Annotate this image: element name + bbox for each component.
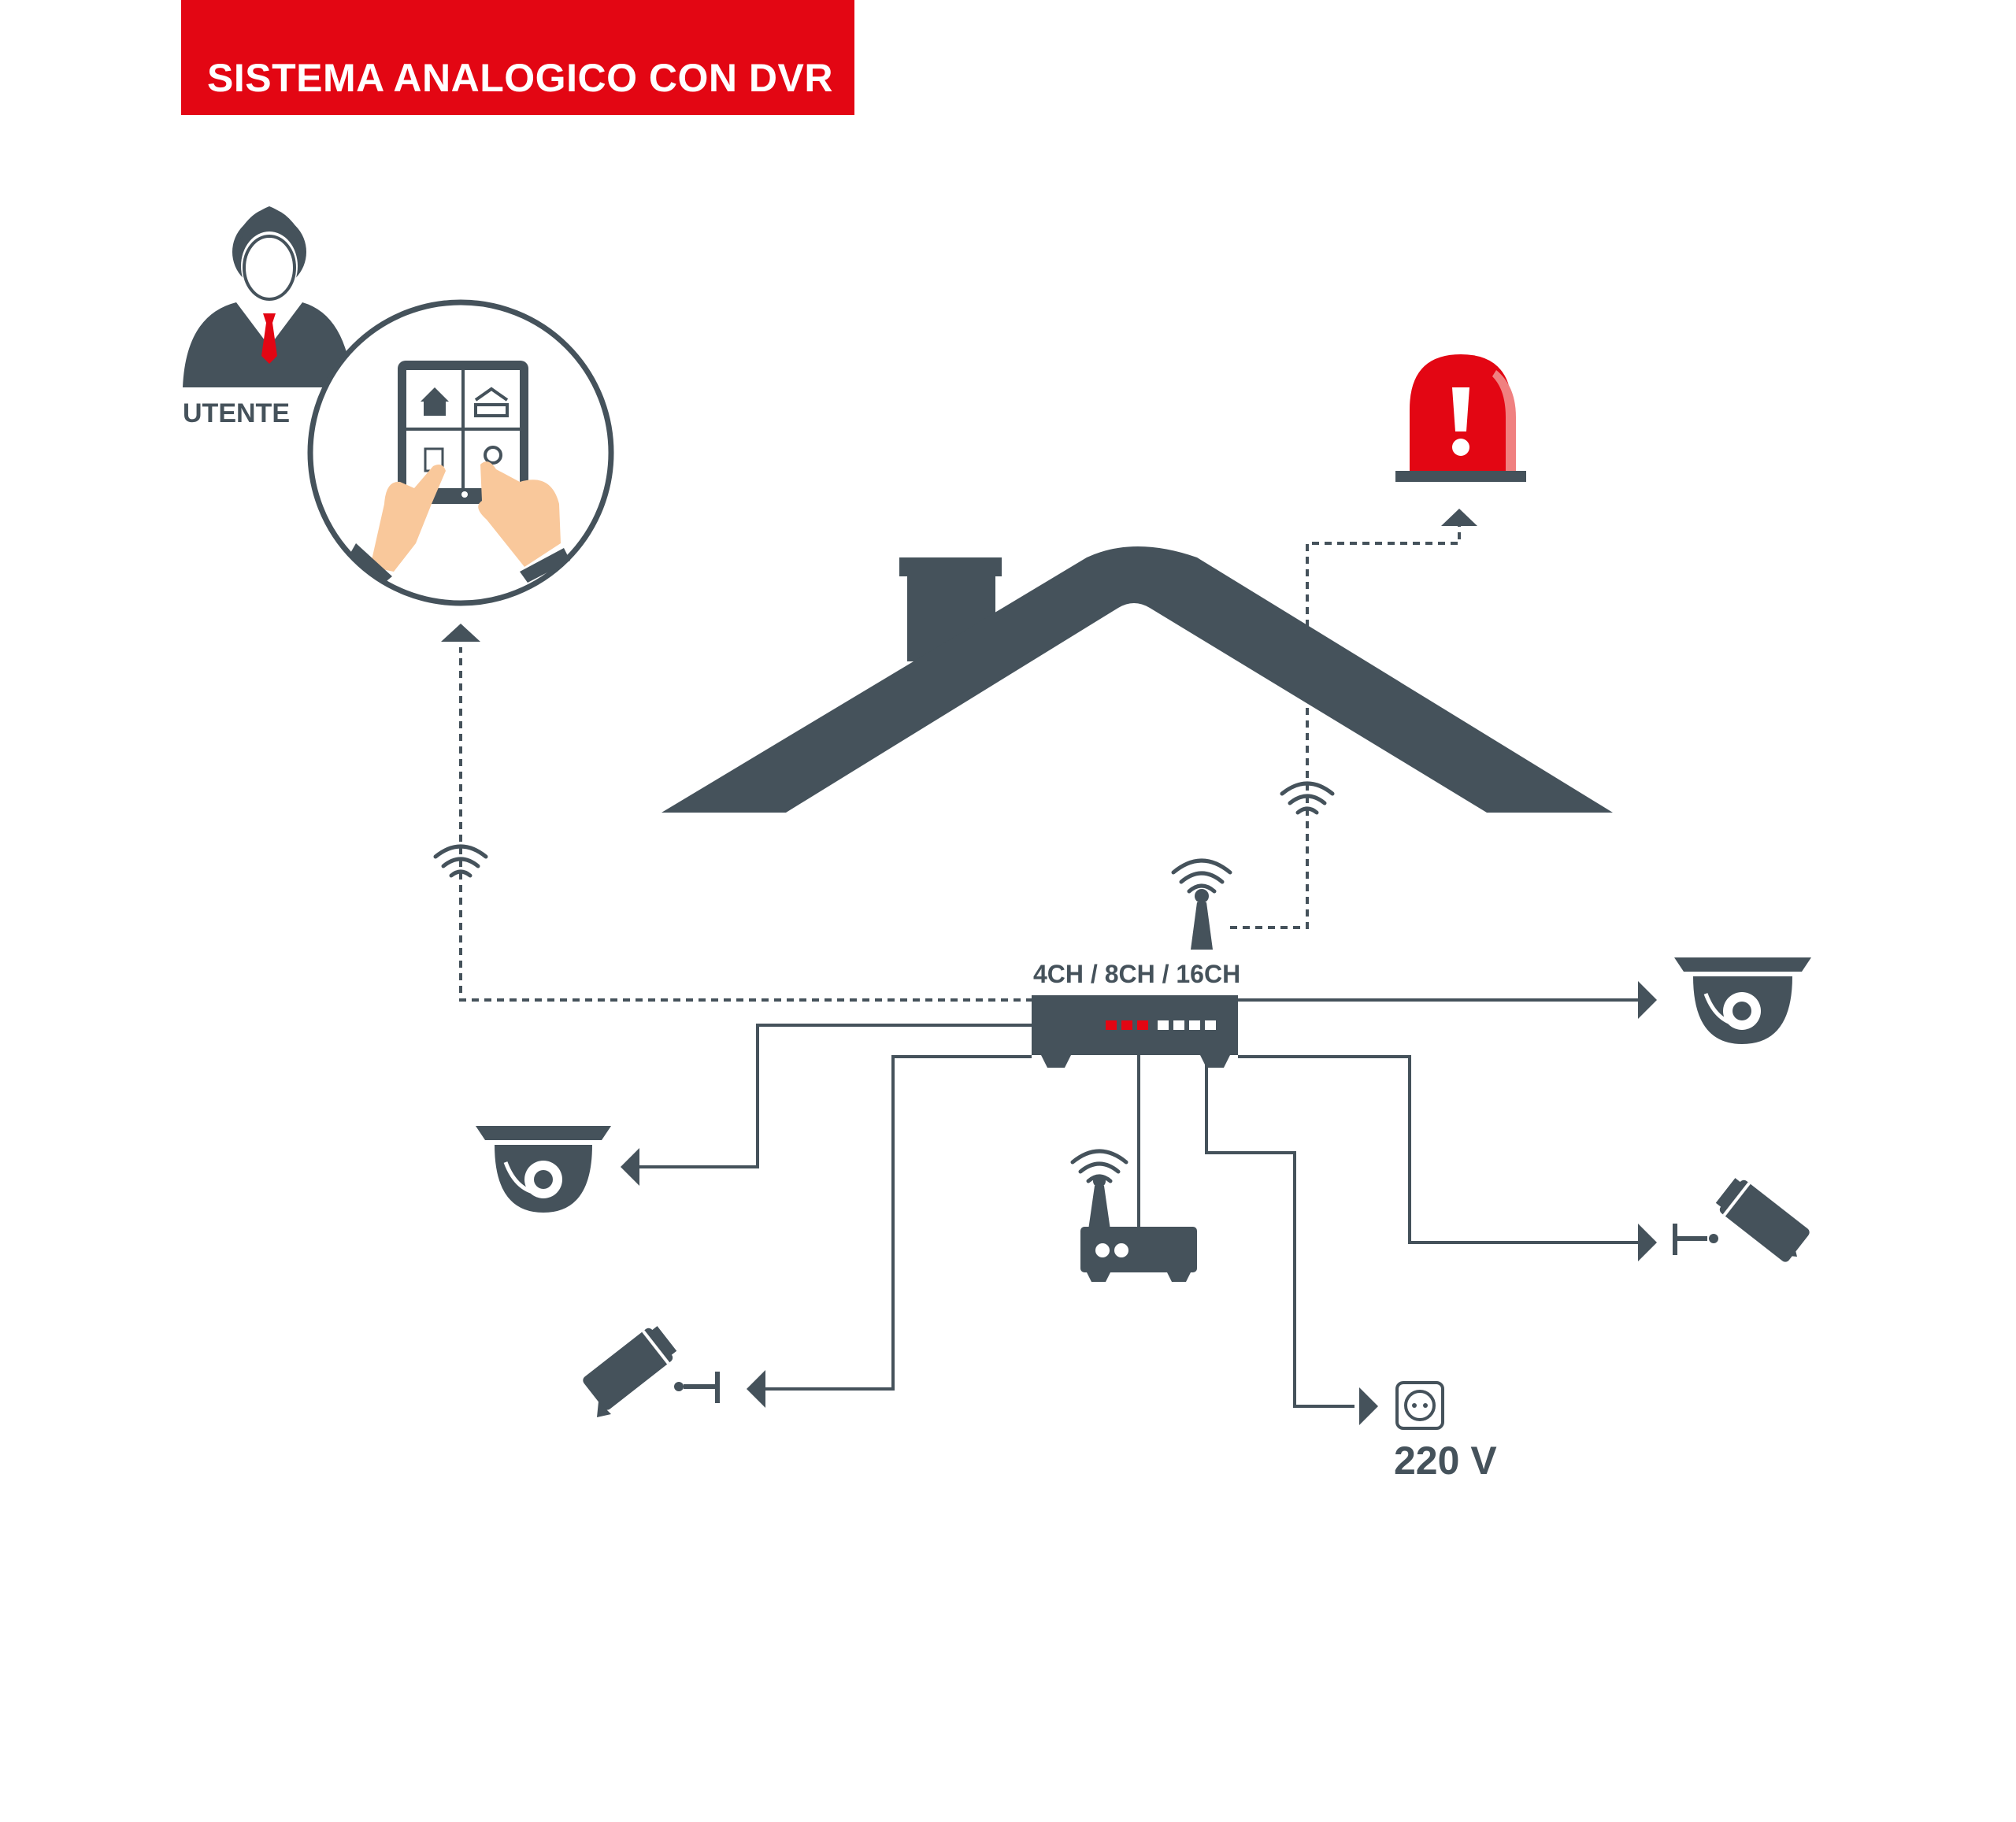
diagram-title: SISTEMA ANALOGICO CON DVR [207,56,833,100]
power-label: 220 V [1394,1439,1497,1483]
tablet-icon [307,299,614,606]
dome-camera-icon [1674,957,1811,1044]
siren-icon [1395,354,1526,482]
dvr-label: 4CH / 8CH / 16CH [1033,960,1240,988]
house-roof-icon [662,546,1613,813]
bullet-camera-icon [1673,1178,1810,1262]
title-banner: SISTEMA ANALOGICO CON DVR [181,0,854,115]
wifi-icon [433,844,488,878]
power-socket-icon [1395,1381,1444,1430]
wireless-links [459,524,1461,1002]
bullet-camera-icon [583,1326,720,1417]
dvr-icon [1032,995,1238,1068]
user-label: UTENTE [183,398,290,428]
dome-camera-icon [476,1126,611,1213]
user-icon [183,206,353,387]
wifi-icon [1280,781,1335,815]
wired-links [638,998,1638,1408]
router-icon [1070,1149,1197,1282]
antenna-icon [1171,858,1232,950]
